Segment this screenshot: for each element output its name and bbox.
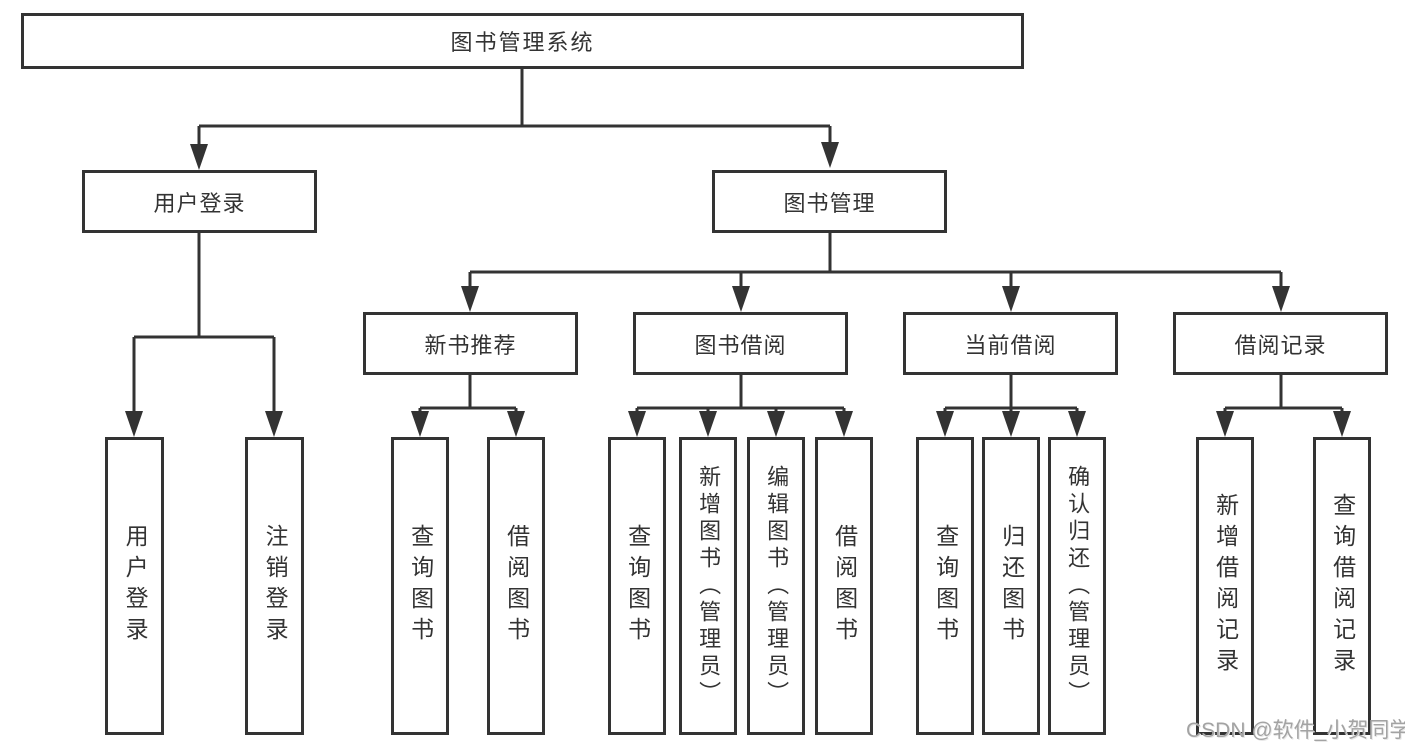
node-label: 用户登录 xyxy=(122,524,149,648)
arrowhead-icon xyxy=(265,411,283,437)
node-label: 确认归还（管理员） xyxy=(1065,464,1091,708)
node-label: 图书管理系统 xyxy=(450,30,595,55)
node-query-books-borrowing: 查询图书 xyxy=(608,437,666,735)
csdn-watermark: CSDN @软件_小贺同学 xyxy=(1186,719,1405,742)
arrowhead-icon xyxy=(835,411,853,437)
node-query-borrow-record: 查询借阅记录 xyxy=(1313,437,1371,735)
connector-book-borrowing-children xyxy=(635,375,846,415)
node-add-books-admin: 新增图书（管理员） xyxy=(679,437,737,735)
node-current-borrowing: 当前借阅 xyxy=(903,312,1118,375)
arrowhead-icon xyxy=(125,411,143,437)
node-label: 查询图书 xyxy=(407,524,434,648)
node-label: 归还图书 xyxy=(998,524,1025,648)
node-label: 图书管理 xyxy=(783,190,876,216)
arrowhead-icon xyxy=(1068,411,1086,437)
connector-current-borrowing-children xyxy=(943,375,1079,415)
node-label: 图书借阅 xyxy=(694,332,787,358)
node-user-login: 用户登录 xyxy=(82,170,317,233)
arrowhead-icon xyxy=(190,144,208,170)
node-borrow-books: 借阅图书 xyxy=(815,437,873,735)
arrowhead-icon xyxy=(732,286,750,312)
node-label: 查询借阅记录 xyxy=(1329,493,1356,679)
node-label: 当前借阅 xyxy=(964,332,1057,358)
node-borrow-books-recommend: 借阅图书 xyxy=(487,437,545,735)
node-user-login-action: 用户登录 xyxy=(105,437,164,735)
arrowhead-icon xyxy=(1002,286,1020,312)
node-edit-books-admin: 编辑图书（管理员） xyxy=(747,437,805,735)
node-label: 注销登录 xyxy=(262,524,289,648)
node-label: 新增借阅记录 xyxy=(1212,493,1239,679)
node-label: 新增图书（管理员） xyxy=(696,464,722,708)
connector-user-login-children xyxy=(132,233,276,415)
node-label: 查询图书 xyxy=(624,524,651,648)
node-book-management: 图书管理 xyxy=(712,170,947,233)
node-label: 借阅记录 xyxy=(1234,332,1327,358)
arrowhead-icon xyxy=(767,411,785,437)
connector-new-book-recommend-children xyxy=(418,375,518,415)
arrowhead-icon xyxy=(1002,411,1020,437)
connector-root-to-level1 xyxy=(197,69,832,148)
arrowhead-icon xyxy=(699,411,717,437)
node-logout: 注销登录 xyxy=(245,437,304,735)
arrowhead-icon xyxy=(1333,411,1351,437)
node-query-books-current: 查询图书 xyxy=(916,437,974,735)
node-label: 查询图书 xyxy=(932,524,959,648)
connector-book-management-children xyxy=(468,233,1283,290)
arrowhead-icon xyxy=(507,411,525,437)
arrowhead-icon xyxy=(1272,286,1290,312)
node-label: 借阅图书 xyxy=(831,524,858,648)
node-label: 编辑图书（管理员） xyxy=(764,464,790,708)
arrowhead-icon xyxy=(936,411,954,437)
arrowhead-icon xyxy=(461,286,479,312)
node-confirm-return-admin: 确认归还（管理员） xyxy=(1048,437,1106,735)
node-borrowing-records: 借阅记录 xyxy=(1173,312,1388,375)
node-new-book-recommend: 新书推荐 xyxy=(363,312,578,375)
arrowhead-icon xyxy=(628,411,646,437)
node-return-books: 归还图书 xyxy=(982,437,1040,735)
arrowhead-icon xyxy=(1216,411,1234,437)
node-label: 新书推荐 xyxy=(424,332,517,358)
arrowhead-icon xyxy=(411,411,429,437)
connector-borrowing-records-children xyxy=(1223,375,1344,415)
node-add-borrow-record: 新增借阅记录 xyxy=(1196,437,1254,735)
node-label: 用户登录 xyxy=(153,190,246,216)
node-label: 借阅图书 xyxy=(503,524,530,648)
arrowhead-icon xyxy=(821,142,839,168)
node-query-books-recommend: 查询图书 xyxy=(391,437,449,735)
node-book-borrowing: 图书借阅 xyxy=(633,312,848,375)
node-library-management-system: 图书管理系统 xyxy=(21,13,1024,69)
